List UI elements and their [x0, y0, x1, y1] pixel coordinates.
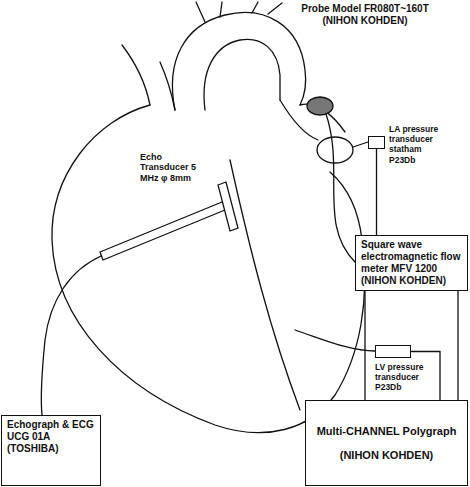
- interventricular-groove: [230, 160, 300, 410]
- device-box: Square wave electromagnetic flow meter M…: [355, 235, 468, 291]
- transducer-node: LA pressure transducer statham P23Db: [368, 124, 445, 165]
- signal-cable: [457, 291, 458, 400]
- signal-cable: [376, 149, 377, 235]
- device-box: Multi-CHANNEL Polygraph (NIHON KOHDEN): [305, 400, 468, 486]
- aorta-inner: [204, 39, 280, 110]
- device-label: Square wave electromagnetic flow meter M…: [361, 239, 462, 287]
- flow-probe: [307, 97, 333, 115]
- aorta-outer: [172, 12, 305, 110]
- device-label: Echograph & ECG UCG 01A (TOSHIBA): [7, 419, 95, 455]
- device-label: Multi-CHANNEL Polygraph (NIHON KOHDEN): [311, 419, 462, 467]
- echo-cable: [41, 256, 101, 415]
- left-atrium: [317, 137, 353, 163]
- echo-transducer-head: [218, 182, 238, 231]
- transducer-body: [368, 136, 385, 149]
- transducer-node: LV pressure transducer P23Db: [375, 345, 437, 393]
- device-label: LA pressure transducer statham P23Db: [389, 124, 445, 165]
- transducer-body: [375, 345, 411, 358]
- arch-vessels: [196, 2, 282, 22]
- echo-transducer-stick: [100, 202, 225, 260]
- flow-probe-cable: [326, 114, 355, 262]
- vena-cava: [122, 45, 175, 110]
- transducer-label: Echo Transducer 5 MHz φ 8mm: [140, 152, 198, 183]
- la-pressure-line: [353, 142, 368, 147]
- lv-catheter: [295, 330, 375, 351]
- device-label: LV pressure transducer P23Db: [375, 362, 437, 393]
- probe-label: Probe Model FR080T~160T (NIHON KOHDEN): [290, 3, 440, 26]
- signal-cable: [364, 291, 365, 400]
- heart-outline: [52, 105, 365, 433]
- device-box: Echograph & ECG UCG 01A (TOSHIBA): [1, 415, 101, 486]
